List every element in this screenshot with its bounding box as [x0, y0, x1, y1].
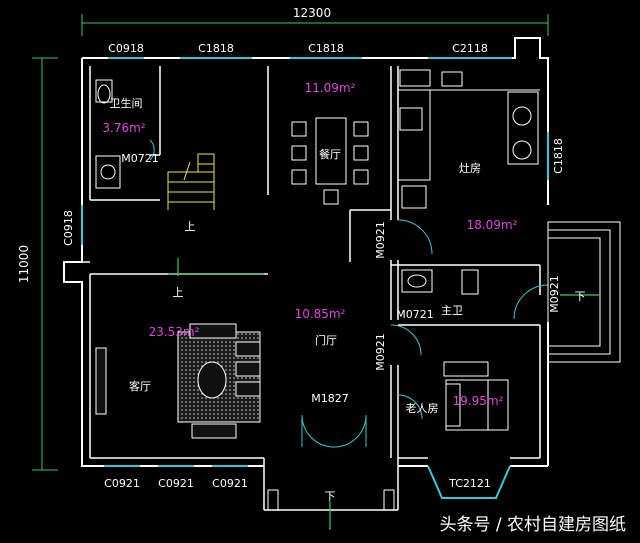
dining-table [291, 117, 369, 205]
front-down-label: 下 [325, 490, 336, 503]
window-label-top-1: C0918 [108, 42, 144, 55]
door-label-master-bath-entry: M0721 [396, 308, 434, 321]
watermark: 头条号 / 农村自建房图纸 [439, 515, 626, 535]
windows [81, 57, 549, 499]
window-label-top-3: C1818 [308, 42, 344, 55]
room-name-master-bath: 主卫 [441, 304, 463, 317]
window-label-bottom-3: C0921 [212, 477, 248, 490]
window-label-top-2: C1818 [198, 42, 234, 55]
window-label-left: C0918 [62, 210, 75, 246]
window-label-bay: TC2121 [448, 477, 491, 490]
room-name-kitchen: 灶房 [459, 162, 481, 175]
staircase [167, 153, 215, 210]
door-label-bath: M0721 [121, 152, 159, 165]
front-steps [267, 489, 395, 511]
area-bathroom: 3.76m² [102, 121, 145, 135]
height-dimension: 11000 [17, 245, 31, 283]
window-label-bottom-1: C0921 [104, 477, 140, 490]
door-label-right-exterior: M0921 [548, 275, 561, 313]
dimension-lines [32, 14, 549, 471]
room-name-dining: 餐厅 [319, 147, 341, 161]
window-label-top-4: C2118 [452, 42, 488, 55]
width-dimension: 12300 [293, 6, 331, 20]
stair-up-label-2: 上 [173, 286, 184, 299]
kitchen-counter [398, 69, 540, 209]
interior-walls [82, 66, 541, 511]
area-living: 23.53m² [149, 325, 200, 339]
right-steps [547, 221, 621, 363]
bathroom-fixtures [95, 79, 479, 295]
arrows [177, 258, 600, 530]
door-label-main-entry: M1827 [311, 392, 349, 405]
area-dining: 11.09m² [305, 81, 356, 95]
doors [149, 139, 549, 448]
door-label-bedroom: M0921 [374, 333, 387, 371]
area-kitchen: 18.09m² [467, 218, 518, 232]
area-foyer: 10.85m² [295, 307, 346, 321]
room-name-living: 客厅 [129, 379, 151, 393]
door-label-kitchen: M0921 [374, 221, 387, 259]
right-down-label: 下 [575, 290, 586, 303]
room-name-foyer: 门厅 [315, 333, 337, 347]
bed [443, 361, 509, 431]
window-label-right: C1818 [552, 138, 565, 174]
room-name-elder-bedroom: 老人房 [406, 402, 439, 415]
sofa-set [95, 323, 261, 439]
window-label-bottom-2: C0921 [158, 477, 194, 490]
stair-up-label-1: 上 [185, 220, 196, 233]
area-elder-bedroom: 19.95m² [453, 394, 504, 408]
room-name-bathroom: 卫生间 [110, 96, 143, 110]
